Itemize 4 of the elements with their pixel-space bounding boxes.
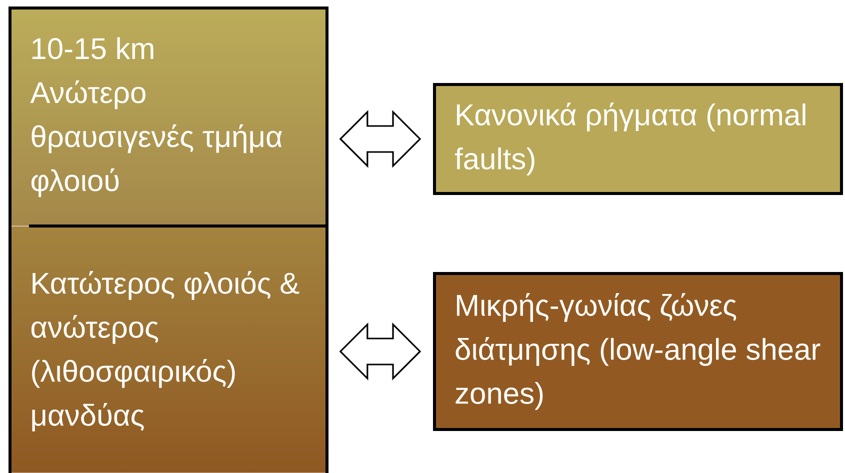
fault-box: Κανονικά ρήγματα (normal faults) — [433, 83, 843, 195]
shear-zone-box: Μικρής-γωνίας ζώνες διάτμησης (low-angle shear zones) — [433, 272, 843, 431]
crust-layer: 10-15 km Ανώτερο θραυσιγενές τμήμα φλοιού — [30, 37, 282, 198]
mantle-layer: Κατώτερος φλοιός & ανώτερος (λιθοσφαιρικός) μανδύας — [31, 271, 300, 432]
